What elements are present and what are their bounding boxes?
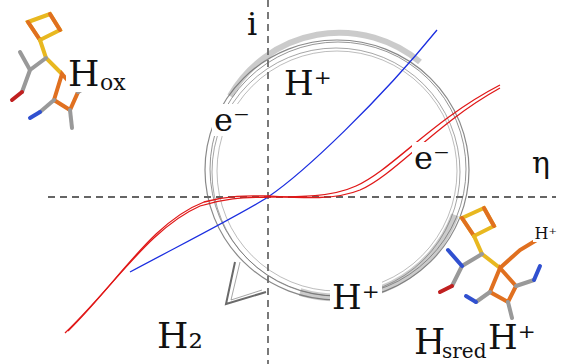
product-label: H₂ bbox=[155, 318, 205, 354]
proton-label: H⁺ bbox=[282, 66, 334, 100]
proton-label: H⁺ bbox=[330, 280, 382, 314]
electron-label: e⁻ bbox=[412, 142, 452, 174]
axis-label-eta: η bbox=[530, 148, 552, 178]
electron-label: e⁻ bbox=[212, 104, 252, 136]
species-subscript: ox bbox=[98, 72, 128, 94]
species-subscript: sred bbox=[440, 341, 488, 361]
hsred-molecule bbox=[440, 208, 540, 318]
blue-voltammogram bbox=[130, 30, 437, 272]
atom-label: H⁺ bbox=[533, 226, 559, 242]
axis-label-current: i bbox=[245, 8, 259, 40]
proton-label: H⁺ bbox=[486, 320, 538, 354]
catalytic-cycle bbox=[205, 33, 469, 304]
red-voltammograms bbox=[65, 85, 500, 333]
species-letter: H bbox=[66, 56, 101, 92]
